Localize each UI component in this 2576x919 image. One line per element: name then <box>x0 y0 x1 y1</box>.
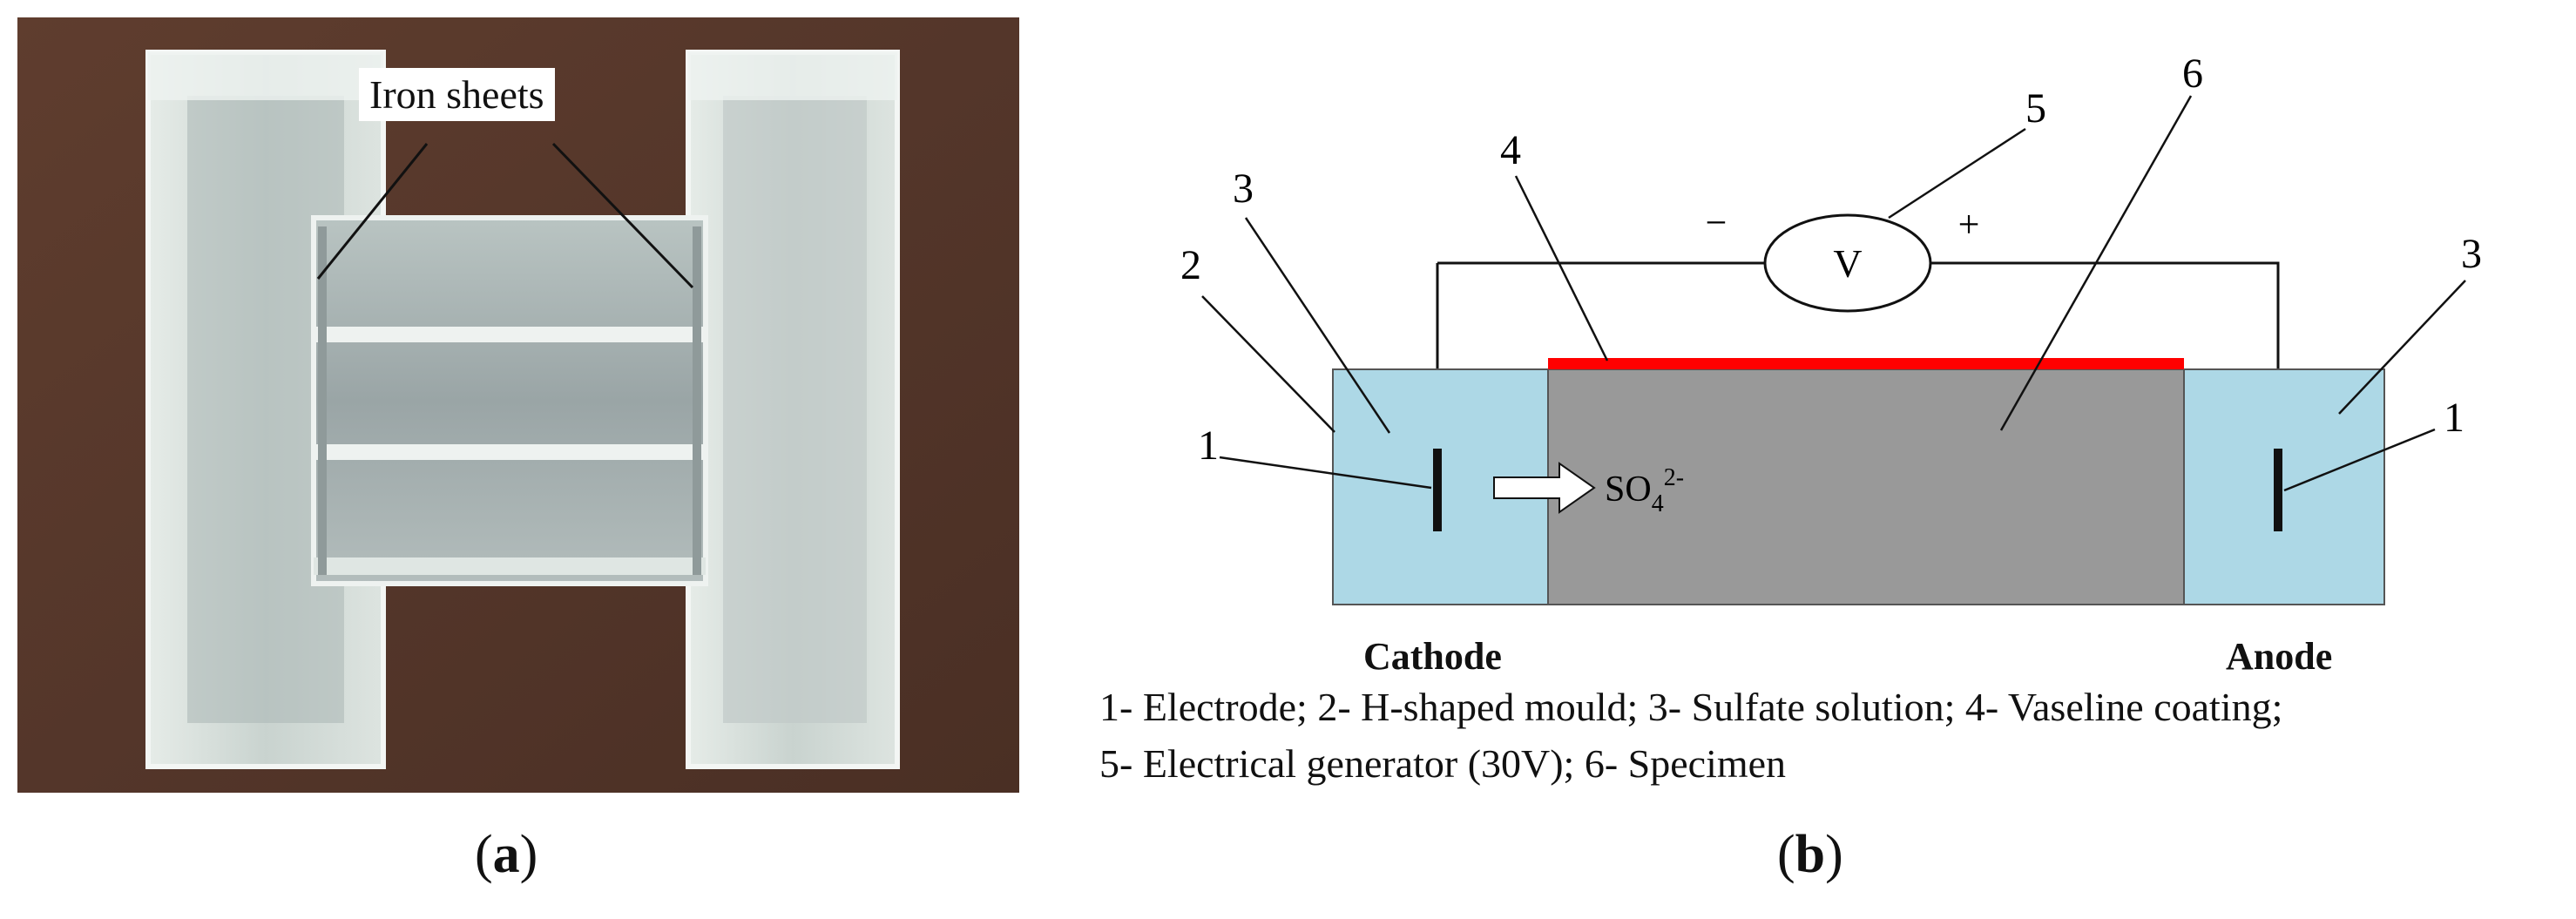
setup-schematic: V − + SO42- 1 1 2 3 3 4 5 6 <box>1180 51 2482 605</box>
sulfate-solution-right <box>2183 368 2385 605</box>
leader-6 <box>1999 95 2193 431</box>
number-3-left: 3 <box>1233 166 1254 212</box>
voltmeter-label: V <box>1833 241 1862 286</box>
ion-arrow <box>1493 462 1596 514</box>
caption-b: (b) <box>1777 825 1843 884</box>
iron-pointer-left <box>316 143 429 280</box>
voltmeter <box>1763 213 1932 313</box>
iron-sheets-label: Iron sheets <box>359 68 555 121</box>
cathode-electrode <box>1433 449 1442 531</box>
caption-a: (a) <box>475 825 538 884</box>
number-4: 4 <box>1500 127 1521 173</box>
leader-3-right <box>2338 280 2466 415</box>
specimen <box>1547 368 2185 605</box>
number-1-left: 1 <box>1198 422 1219 469</box>
vaseline-coating <box>1548 358 2184 369</box>
legend-line-2: 5- Electrical generator (30V); 6- Specim… <box>1099 741 1787 786</box>
sulfate-ion-label: SO42- <box>1605 464 1684 517</box>
mould-photo <box>17 17 1019 793</box>
number-5: 5 <box>2025 85 2046 132</box>
mould-center-channel <box>311 215 708 586</box>
leader-5 <box>1888 127 2026 220</box>
iron-sheet-right <box>693 226 701 575</box>
number-2: 2 <box>1180 242 1201 288</box>
mould-right-arm <box>686 50 900 769</box>
iron-pointer-right <box>551 142 694 289</box>
leader-1-left <box>1219 456 1432 490</box>
leader-1-right <box>2283 428 2436 492</box>
leader-4 <box>1514 175 1609 362</box>
positive-sign: + <box>1958 203 1980 246</box>
number-1-right: 1 <box>2444 395 2464 441</box>
cathode-label: Cathode <box>1363 635 1502 678</box>
leader-3-left <box>1244 217 1391 434</box>
anode-label: Anode <box>2226 635 2333 678</box>
leader-2 <box>1201 295 1335 433</box>
iron-sheet-left <box>318 226 327 575</box>
number-3-right: 3 <box>2461 231 2482 277</box>
legend-line-1: 1- Electrode; 2- H-shaped mould; 3- Sulf… <box>1099 685 2283 729</box>
negative-sign: − <box>1706 201 1727 244</box>
anode-electrode <box>2274 449 2282 531</box>
number-6: 6 <box>2182 51 2203 97</box>
